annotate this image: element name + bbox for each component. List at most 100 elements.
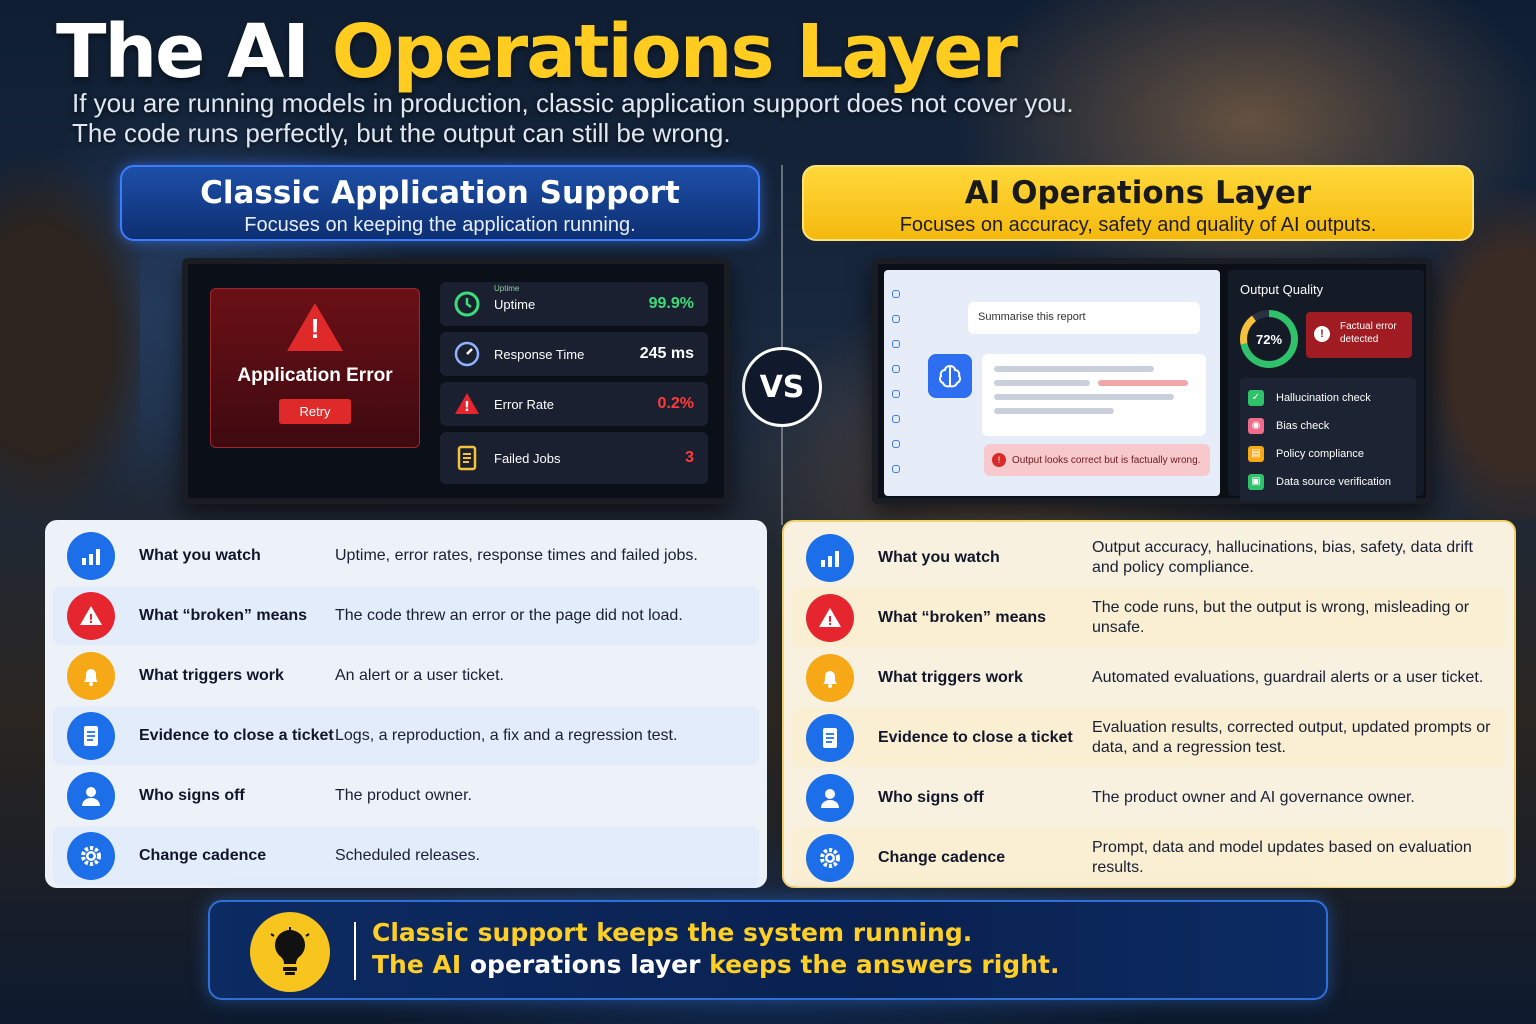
lightbulb-icon [250, 912, 330, 992]
ai-header-title: AI Operations Layer [964, 175, 1312, 211]
subtitle-line-2: The code runs perfectly, but the output … [72, 118, 731, 148]
row-text: The code runs, but the output is wrong, … [1092, 598, 1470, 636]
check-item: ✓ Hallucination check [1248, 384, 1408, 412]
uptime-caption: Uptime [494, 284, 520, 293]
quality-title: Output Quality [1240, 282, 1324, 297]
table-row: What you watch Uptime, error rates, resp… [53, 526, 759, 585]
classic-monitor: ! Application Error Retry Uptime Uptime … [182, 258, 730, 504]
checkmark-icon: ✓ [1248, 390, 1264, 406]
warning-icon: ! [67, 591, 115, 640]
ai-chat-screen: Summarise this report ! Output looks cor… [884, 270, 1220, 496]
table-row: What triggers work Automated evaluations… [792, 648, 1506, 707]
document-icon [454, 445, 480, 471]
retry-button[interactable]: Retry [279, 399, 351, 424]
check-item: ◉ Bias check [1248, 412, 1408, 440]
metric-error-rate: ! Error Rate 0.2% [440, 382, 708, 426]
row-text: Scheduled releases. [335, 846, 480, 864]
classic-comparison-table: What you watch Uptime, error rates, resp… [45, 520, 767, 888]
row-text: An alert or a user ticket. [335, 666, 504, 684]
table-row: Who signs off The product owner and AI g… [792, 768, 1506, 827]
svg-text:!: ! [827, 614, 832, 628]
svg-text:!: ! [88, 612, 93, 626]
row-text: Automated evaluations, guardrail alerts … [1092, 668, 1484, 686]
table-row: ! What “broken” means The code runs, but… [792, 588, 1506, 647]
alert-icon: ! [992, 453, 1006, 467]
gauge-icon [454, 341, 480, 367]
metric-value: 245 ms [639, 345, 694, 362]
banner-separator [354, 922, 356, 980]
row-label: What “broken” means [878, 608, 1047, 626]
bell-icon [806, 653, 854, 702]
warning-icon: ! [454, 391, 480, 417]
table-row: Change cadence Prompt, data and model up… [792, 828, 1506, 887]
row-text: Uptime, error rates, response times and … [335, 546, 698, 564]
error-title: Application Error [237, 365, 393, 386]
check-item: ▤ Policy compliance [1248, 440, 1408, 468]
row-text: The product owner. [335, 786, 472, 804]
brain-icon [928, 354, 972, 398]
bias-icon: ◉ [1248, 418, 1264, 434]
user-icon [806, 773, 854, 822]
policy-icon: ▤ [1248, 446, 1264, 462]
row-text: The code threw an error or the page did … [335, 606, 683, 624]
bell-icon [67, 651, 115, 700]
user-icon [67, 771, 115, 820]
row-label: What triggers work [878, 668, 1023, 686]
page-title: The AI Operations Layer [56, 9, 1018, 95]
quality-checks-list: ✓ Hallucination check ◉ Bias check ▤ Policy… [1240, 378, 1416, 502]
metric-failed-jobs: Failed Jobs 3 [440, 432, 708, 484]
application-error-panel: ! Application Error Retry [210, 288, 420, 448]
chart-icon [806, 533, 854, 582]
gear-icon [67, 831, 115, 880]
svg-text:!: ! [464, 400, 470, 415]
row-label: Who signs off [878, 788, 984, 806]
title-part-1: The AI [56, 9, 332, 95]
row-text: Prompt, data and model updates based on … [1092, 838, 1472, 876]
quality-score-ring: 72% [1240, 310, 1298, 368]
metric-value: 3 [685, 449, 694, 466]
classic-header-title: Classic Application Support [200, 175, 680, 211]
table-row: Evidence to close a ticket Logs, a repro… [53, 706, 759, 765]
banner-line-2-a: The AI [372, 950, 470, 979]
classic-support-header: Classic Application Support Focuses on k… [120, 165, 760, 241]
check-item: ▣Data source verification [1248, 468, 1408, 496]
error-warning-icon: ! [287, 303, 343, 351]
row-label: What you watch [139, 546, 261, 564]
check-label: Bias check [1276, 420, 1330, 432]
factual-error-alert: ! Factual error detected [1306, 312, 1412, 358]
ai-ops-comparison-table: What you watch Output accuracy, hallucin… [782, 520, 1516, 888]
subtitle-line-1: If you are running models in production,… [72, 88, 1074, 118]
banner-line-2-b: operations layer [469, 950, 710, 979]
prompt-input[interactable]: Summarise this report [968, 302, 1200, 334]
row-text: The product owner and AI governance owne… [1092, 788, 1415, 806]
row-text: Evaluation results, corrected output, up… [1092, 718, 1491, 756]
row-text: Logs, a reproduction, a fix and a regres… [335, 726, 678, 744]
ai-ops-monitor: Summarise this report ! Output looks cor… [872, 258, 1432, 504]
table-row: What you watch Output accuracy, hallucin… [792, 528, 1506, 587]
app-sidebar [892, 290, 906, 490]
ai-ops-header: AI Operations Layer Focuses on accuracy,… [802, 165, 1474, 241]
table-row: What triggers work An alert or a user ti… [53, 646, 759, 705]
row-label: Who signs off [139, 786, 245, 804]
page-subtitle: If you are running models in production,… [72, 88, 1192, 148]
ai-header-subtitle: Focuses on accuracy, safety and quality … [899, 214, 1377, 236]
factual-error-text: Factual error detected [1340, 321, 1397, 345]
table-row: ! What “broken” means The code threw an … [53, 586, 759, 645]
person-right-silhouette [1416, 190, 1536, 520]
title-part-2: Operations Layer [331, 9, 1018, 95]
metric-uptime: Uptime Uptime 99.9% [440, 282, 708, 326]
metric-label: Failed Jobs [494, 450, 561, 466]
check-label: Policy compliance [1276, 448, 1365, 460]
row-label: What you watch [878, 548, 1000, 566]
gear-icon [806, 833, 854, 882]
ai-answer-box [982, 354, 1206, 436]
summary-banner: Classic support keeps the system running… [208, 900, 1328, 1000]
table-row: Who signs off The product owner. [53, 766, 759, 825]
check-label: Hallucination check [1276, 392, 1371, 404]
classic-header-subtitle: Focuses on keeping the application runni… [244, 214, 636, 236]
person-left-silhouette [0, 150, 140, 530]
banner-line-2: The AI operations layer keeps the answer… [372, 950, 1059, 979]
document-icon: ▣ [1248, 474, 1264, 490]
center-divider [781, 165, 783, 525]
factual-warning-banner: ! Output looks correct but is factually … [984, 444, 1210, 476]
